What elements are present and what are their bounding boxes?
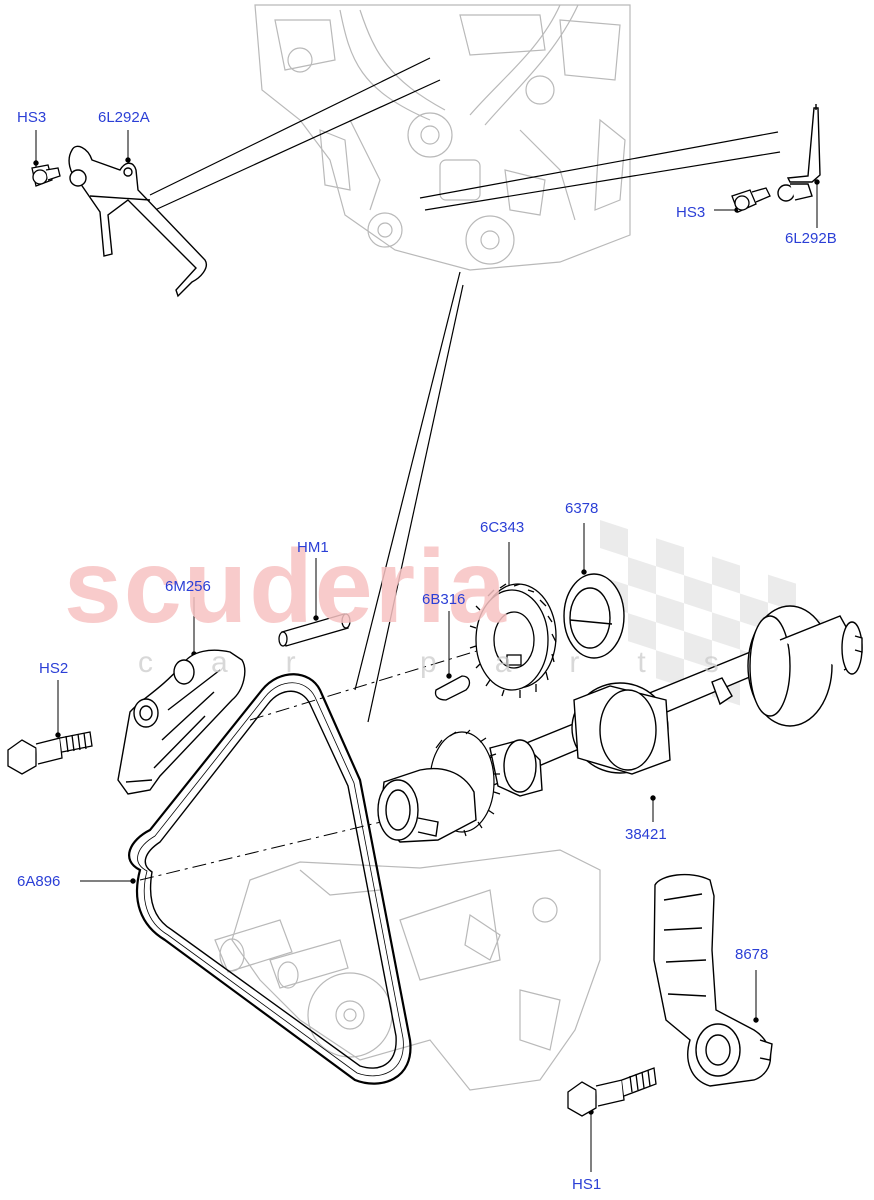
callout-38421[interactable]: 38421 (625, 826, 667, 843)
callout-hs3-right[interactable]: HS3 (676, 204, 706, 221)
callout-hs2[interactable]: HS2 (39, 660, 69, 677)
callout-hm1[interactable]: HM1 (297, 539, 329, 556)
callout-8678[interactable]: 8678 (735, 946, 769, 963)
drive-sleeve (377, 767, 477, 843)
callout-hs1[interactable]: HS1 (572, 1176, 602, 1193)
bolt-hs3-left (31, 164, 61, 187)
tensioner-guide-6m256 (117, 649, 246, 795)
washer-6378 (563, 573, 625, 659)
sprocket-6c343 (469, 583, 557, 698)
dipstick-tube-6l292b (777, 104, 821, 202)
bracket-6l292a (68, 145, 207, 298)
callout-hs3-left[interactable]: HS3 (17, 109, 47, 126)
callout-6378[interactable]: 6378 (565, 500, 599, 517)
callout-6a896[interactable]: 6A896 (17, 873, 61, 890)
pin-hm1 (278, 613, 351, 647)
bolt-hs2 (7, 731, 93, 775)
callout-6c343[interactable]: 6C343 (480, 519, 525, 536)
key-6b316 (434, 675, 471, 701)
balance-shaft-38421 (459, 605, 863, 797)
center-lines (139, 649, 481, 881)
bolt-hs1 (567, 1067, 657, 1117)
callout-6b316[interactable]: 6B316 (422, 591, 466, 608)
callout-6l292a[interactable]: 6L292A (98, 109, 150, 126)
leader-lines (35, 57, 781, 723)
bolt-hs3-right (731, 187, 771, 213)
callout-6l292b[interactable]: 6L292B (785, 230, 837, 247)
oil-pump-ghost (214, 849, 601, 1091)
tensioner-arm-8678 (653, 873, 773, 1087)
engine-block-ghost (254, 4, 631, 271)
drive-belt-6a896 (128, 673, 412, 1085)
callout-leaders (33, 130, 820, 1172)
callout-6m256[interactable]: 6M256 (165, 578, 211, 595)
